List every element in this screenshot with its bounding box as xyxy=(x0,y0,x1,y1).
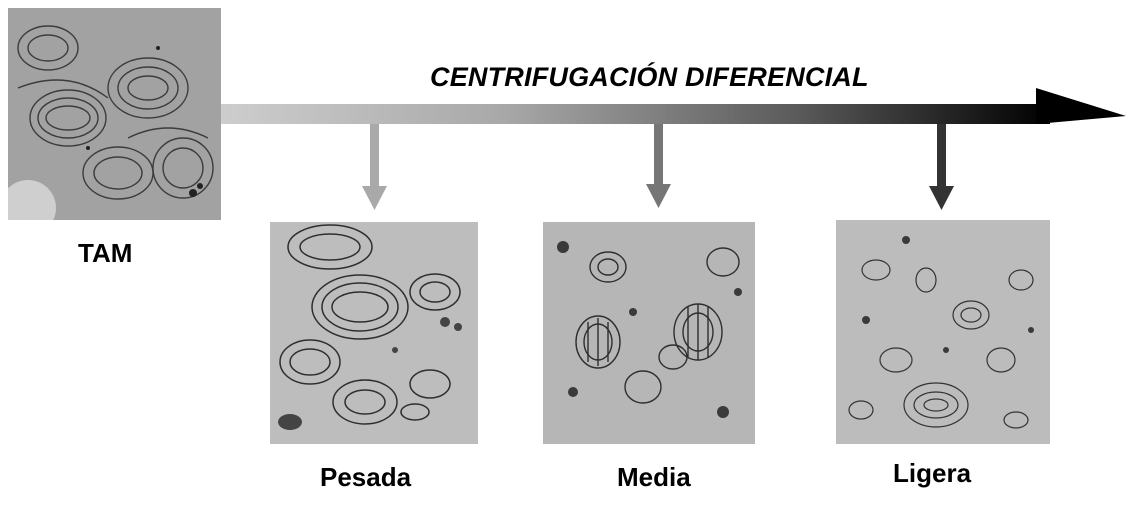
tam-micrograph-image xyxy=(8,8,221,220)
gradient-arrow-shaft xyxy=(210,104,1050,124)
pesada-micrograph-image xyxy=(270,222,478,444)
ligera-micrograph-image xyxy=(836,220,1050,444)
media-micrograph-image xyxy=(543,222,755,444)
arrow-to-pesada xyxy=(362,124,387,210)
ligera-micrograph-texture xyxy=(836,220,1050,444)
tam-label: TAM xyxy=(78,238,133,268)
pesada-micrograph-texture xyxy=(270,222,478,444)
fraction-label-pesada: Pesada xyxy=(320,462,412,492)
arrow-to-ligera xyxy=(929,124,954,210)
tam-micrograph-texture xyxy=(8,8,221,220)
fraction-label-media: Media xyxy=(617,462,691,492)
media-micrograph-texture xyxy=(543,222,755,444)
arrow-to-media xyxy=(646,124,671,208)
fraction-label-ligera: Ligera xyxy=(893,458,972,488)
gradient-arrow-head xyxy=(1036,88,1126,124)
process-title: CENTRIFUGACIÓN DIFERENCIAL xyxy=(430,62,869,92)
